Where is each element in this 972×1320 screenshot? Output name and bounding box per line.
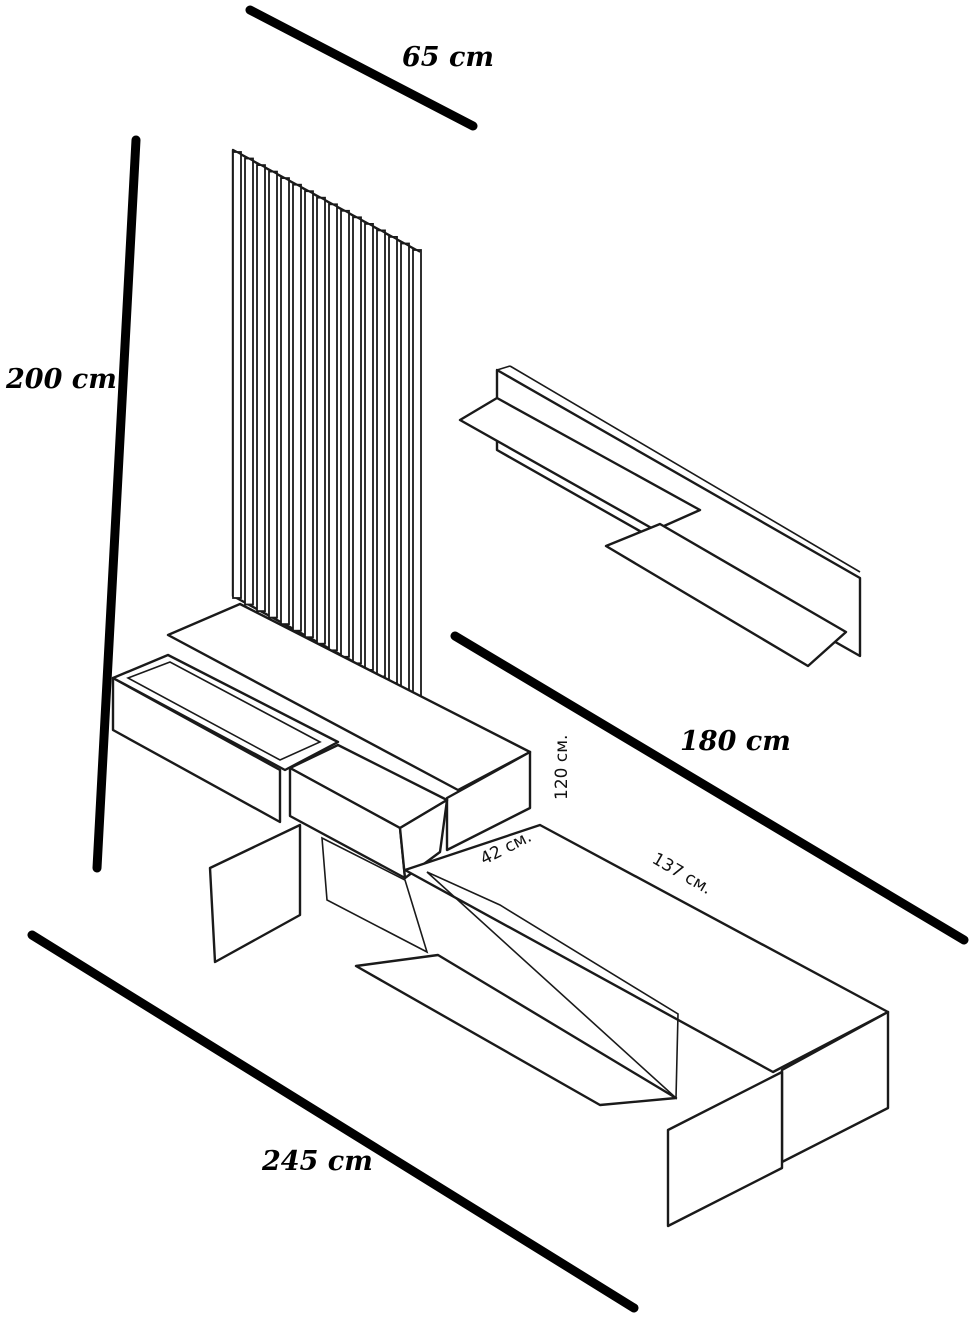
panel-slat [340,209,350,658]
panel-slat [412,249,422,697]
wall-shelf [458,365,862,668]
total-width-label: 245 cm [261,1146,373,1177]
depth-label: 65 cm [402,42,494,73]
shelf-width-label: 180 cm [680,726,791,757]
panel-slat [328,203,338,652]
shelf-width-dimension-bar [450,631,969,945]
panel-slat [304,190,314,639]
panel-slat [244,157,254,606]
panel-slat [316,196,326,645]
tv-unit [208,823,890,1228]
panel-slat [292,183,302,632]
panel-slat [388,235,398,684]
total-width-dimension-bar [27,930,639,1313]
height-label: 200 cm [5,364,117,395]
panel-slat [256,164,266,613]
panel-slat [352,216,362,665]
console-unit [111,602,532,880]
panel-slat [400,242,410,691]
panel-slat [268,170,278,619]
unit-height-label: 120 см. [552,735,572,800]
panel-slat [376,229,386,678]
depth-dimension-bar [245,5,478,131]
panel-slat [280,177,290,626]
panel-slat [364,222,374,671]
height-dimension-bar [92,135,141,873]
panel-slat [232,151,242,599]
